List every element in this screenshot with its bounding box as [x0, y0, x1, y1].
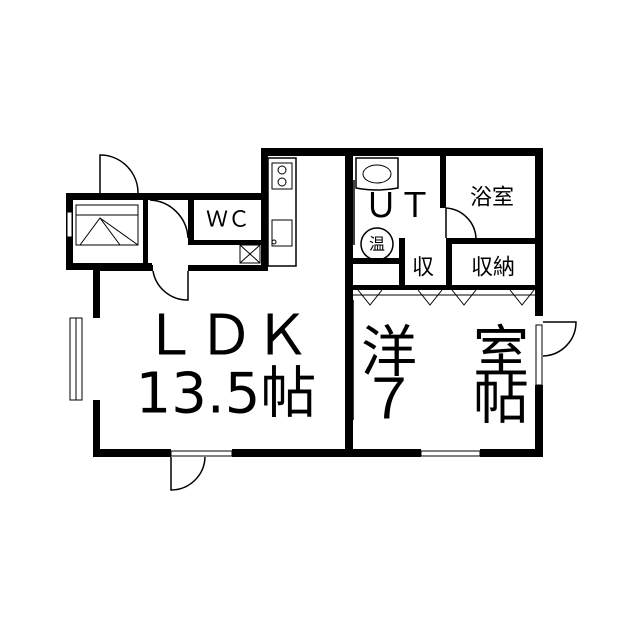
door-bedroom-balcony	[542, 321, 577, 357]
wall-ldk-top	[261, 148, 350, 156]
washbasin-icon	[355, 157, 399, 191]
window-bedroom-right	[535, 324, 543, 386]
door-ldk-entry	[152, 270, 189, 301]
door-bath	[445, 207, 477, 239]
door-wc	[149, 199, 189, 239]
label-western-room-line1: 洋 室	[361, 321, 529, 386]
windows	[66, 211, 543, 457]
wall-bedroom-bottom-right	[480, 449, 543, 457]
wall-ut-bath-divider	[440, 148, 446, 208]
wall-entry-bottom	[66, 263, 152, 270]
wall-ldk-bottom-left	[93, 449, 171, 457]
window-bedroom-bottom	[420, 450, 481, 457]
shoe-cabinet	[75, 204, 139, 246]
label-wc: ＷＣ	[206, 208, 250, 233]
wall-closet-divider-a	[399, 238, 405, 288]
wall-bath-right	[535, 148, 543, 316]
label-ut: ＵＴ	[364, 186, 432, 226]
wall-wc-left	[188, 193, 194, 243]
kitchen-sink-icon	[271, 219, 293, 247]
closet-rail-b	[451, 289, 535, 306]
label-water-heater: 温	[369, 235, 385, 254]
label-ldk-size: 13.5帖	[136, 362, 317, 427]
door-ldk-balcony	[170, 456, 206, 491]
label-bath: 浴室	[470, 186, 514, 211]
label-closet-small: 収	[412, 256, 434, 281]
closet-rail-a	[357, 289, 443, 306]
label-storage: 収納	[471, 256, 515, 281]
wall-kitchen-left	[261, 148, 268, 268]
wall-ut-bottom	[345, 258, 405, 264]
wall-entry-top	[66, 193, 266, 200]
doors	[99, 154, 577, 491]
wall-closet-divider-b	[446, 238, 452, 288]
wall-bedroom-bottom-left	[345, 449, 421, 457]
label-western-room-line2: ７ 帖	[361, 368, 529, 433]
wall-bath-bottom	[446, 238, 543, 244]
label-ldk-name: ＬＤＫ	[142, 304, 310, 369]
fixtures	[75, 157, 535, 306]
labels: ＬＤＫ 13.5帖 ＷＣ ＵＴ 温 浴室 収 収納 洋 室 ７ 帖	[136, 186, 529, 433]
pipe-shaft	[239, 244, 261, 264]
wall-ldk-left-lower	[93, 400, 100, 457]
wall-ldk-bottom-right	[232, 449, 352, 457]
window-entry-left	[66, 211, 73, 238]
kitchen-counter	[267, 157, 297, 267]
door-entrance	[99, 154, 139, 194]
wall-ldk-top-mid	[188, 265, 268, 271]
wall-wc-bottom	[188, 240, 268, 245]
window-ldk-bottom	[170, 450, 233, 457]
wall-entry-mid	[143, 193, 148, 270]
wall-ldk-left-upper	[93, 268, 100, 318]
stove-icon	[271, 162, 293, 190]
wall-bedroom-right-lower	[535, 385, 543, 457]
water-heater-icon	[360, 227, 394, 261]
wall-closet-bottom	[352, 285, 543, 290]
